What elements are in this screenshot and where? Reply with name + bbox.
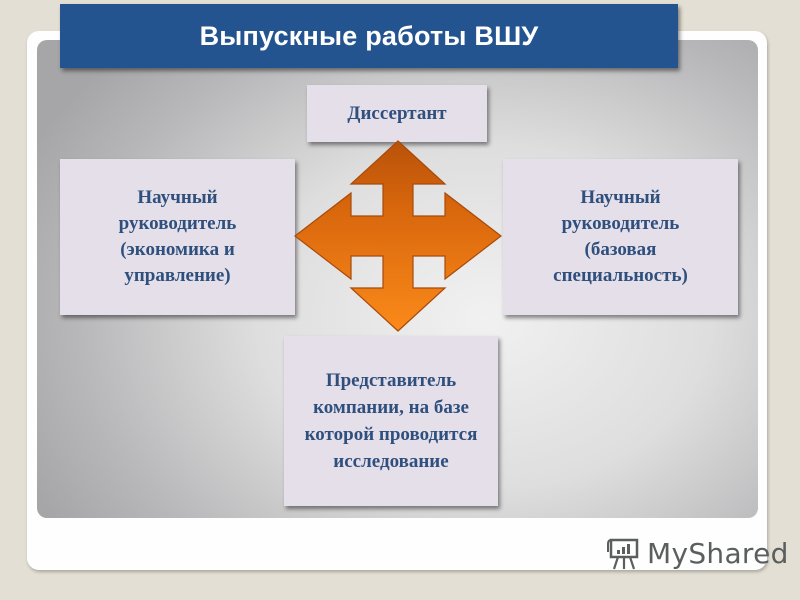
title-bar: Выпускные работы ВШУ [60,4,678,68]
text-line: исследование [333,451,449,472]
text-line: руководитель [118,213,237,234]
text-line: специальность) [553,265,688,286]
node-supervisor-base: Научный руководитель (базовая специально… [503,159,738,315]
text-line: руководитель [561,213,680,234]
node-dissertant: Диссертант [307,85,487,142]
node-company-representative: Представитель компании, на базе которой … [284,336,498,506]
text-line: управление) [124,265,231,286]
watermark: MyShared [607,536,789,570]
node-supervisor-base-label: Научный руководитель (базовая специально… [553,185,688,289]
node-supervisor-economics-label: Научный руководитель (экономика и управл… [119,185,237,289]
text-line: Научный [137,187,218,208]
presentation-board-icon [607,538,639,570]
node-supervisor-economics: Научный руководитель (экономика и управл… [60,159,295,315]
watermark-text: MyShared [647,536,789,570]
four-way-arrow-icon [294,140,502,332]
text-line: Научный [580,187,661,208]
text-line: Представитель [325,370,457,391]
text-line: которой проводится [304,424,478,445]
text-line: (базовая [584,239,657,260]
text-line: компании, на базе [313,397,469,418]
text-line: (экономика и [120,239,235,260]
slide-title: Выпускные работы ВШУ [199,20,539,51]
node-company-representative-label: Представитель компании, на базе которой … [305,367,478,475]
node-dissertant-label: Диссертант [347,102,447,124]
